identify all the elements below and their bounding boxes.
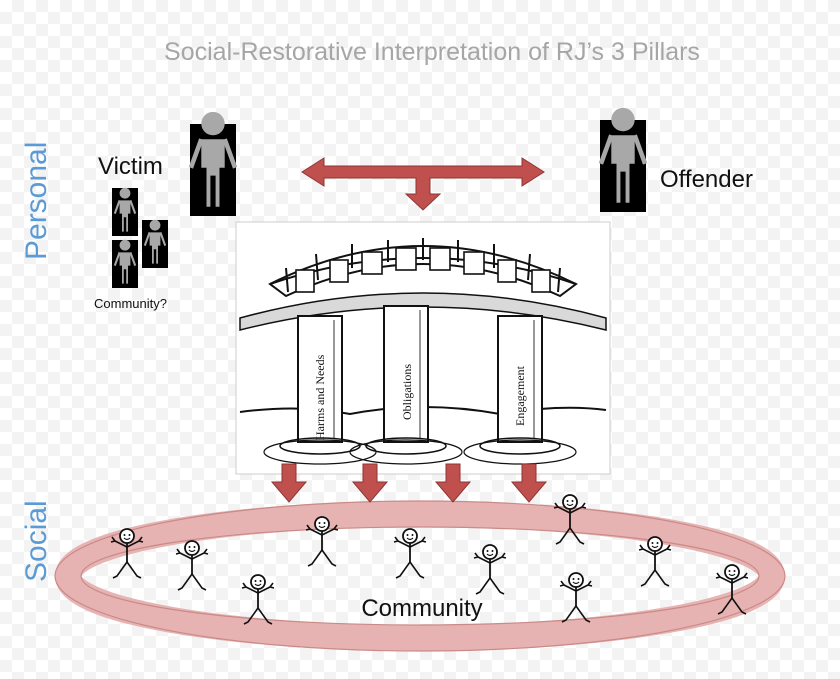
stick-figure-icon (473, 544, 507, 595)
stick-figure-icon (393, 528, 427, 579)
stick-figure-icon (175, 540, 209, 591)
victim-figure-icon (190, 112, 236, 216)
dialogue-arrow (301, 157, 545, 211)
personal-label: Personal (20, 142, 53, 260)
pillars-illustration (235, 221, 611, 475)
stick-figure-icon (559, 572, 593, 623)
community-question-label: Community? (94, 296, 167, 311)
offender-figure-icon (600, 108, 646, 212)
community-figure-icon (142, 218, 168, 268)
offender-label: Offender (660, 166, 753, 193)
pillar-label-engagement: Engagement (513, 365, 527, 426)
community-figure-icon (112, 186, 138, 236)
down-arrow (510, 463, 548, 503)
stick-figure-icon (241, 574, 275, 625)
social-label: Social (20, 500, 53, 582)
down-arrow (434, 463, 472, 503)
community-ring (55, 501, 785, 651)
down-arrow (351, 463, 389, 503)
community-figure-icon (112, 238, 138, 288)
community-ring-label: Community (361, 595, 482, 622)
victim-label: Victim (98, 153, 163, 180)
diagram-title: Social-Restorative Interpretation of RJ’… (164, 38, 700, 66)
pillar-label-obligations: Obligations (400, 364, 414, 420)
down-arrow (270, 463, 308, 503)
pillar-label-harms-needs: Harms and Needs (313, 354, 327, 440)
